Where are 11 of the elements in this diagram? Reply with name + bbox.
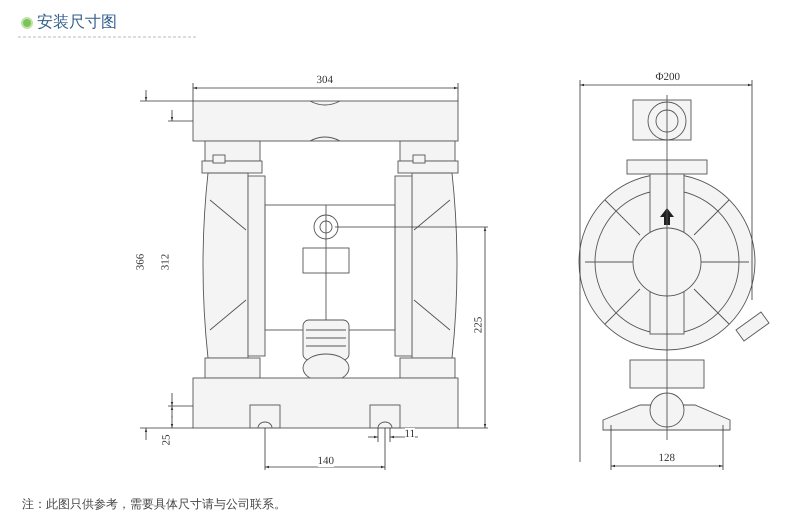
- dimension-label: 312: [158, 254, 171, 270]
- dimension-label: 128: [658, 452, 675, 464]
- dimension-label: 25: [160, 434, 172, 446]
- dimension-label: 11: [404, 428, 416, 440]
- dimension-label: 366: [134, 254, 146, 270]
- dimension-label: 225: [472, 316, 484, 334]
- dimension-label: 304: [316, 74, 333, 86]
- dimension-label: Φ200: [656, 71, 680, 83]
- dimension-label: 140: [318, 455, 334, 467]
- footnote: 注：此图只供参考，需要具体尺寸请与公司联系。: [22, 496, 286, 512]
- section-title: 安装尺寸图: [37, 12, 117, 32]
